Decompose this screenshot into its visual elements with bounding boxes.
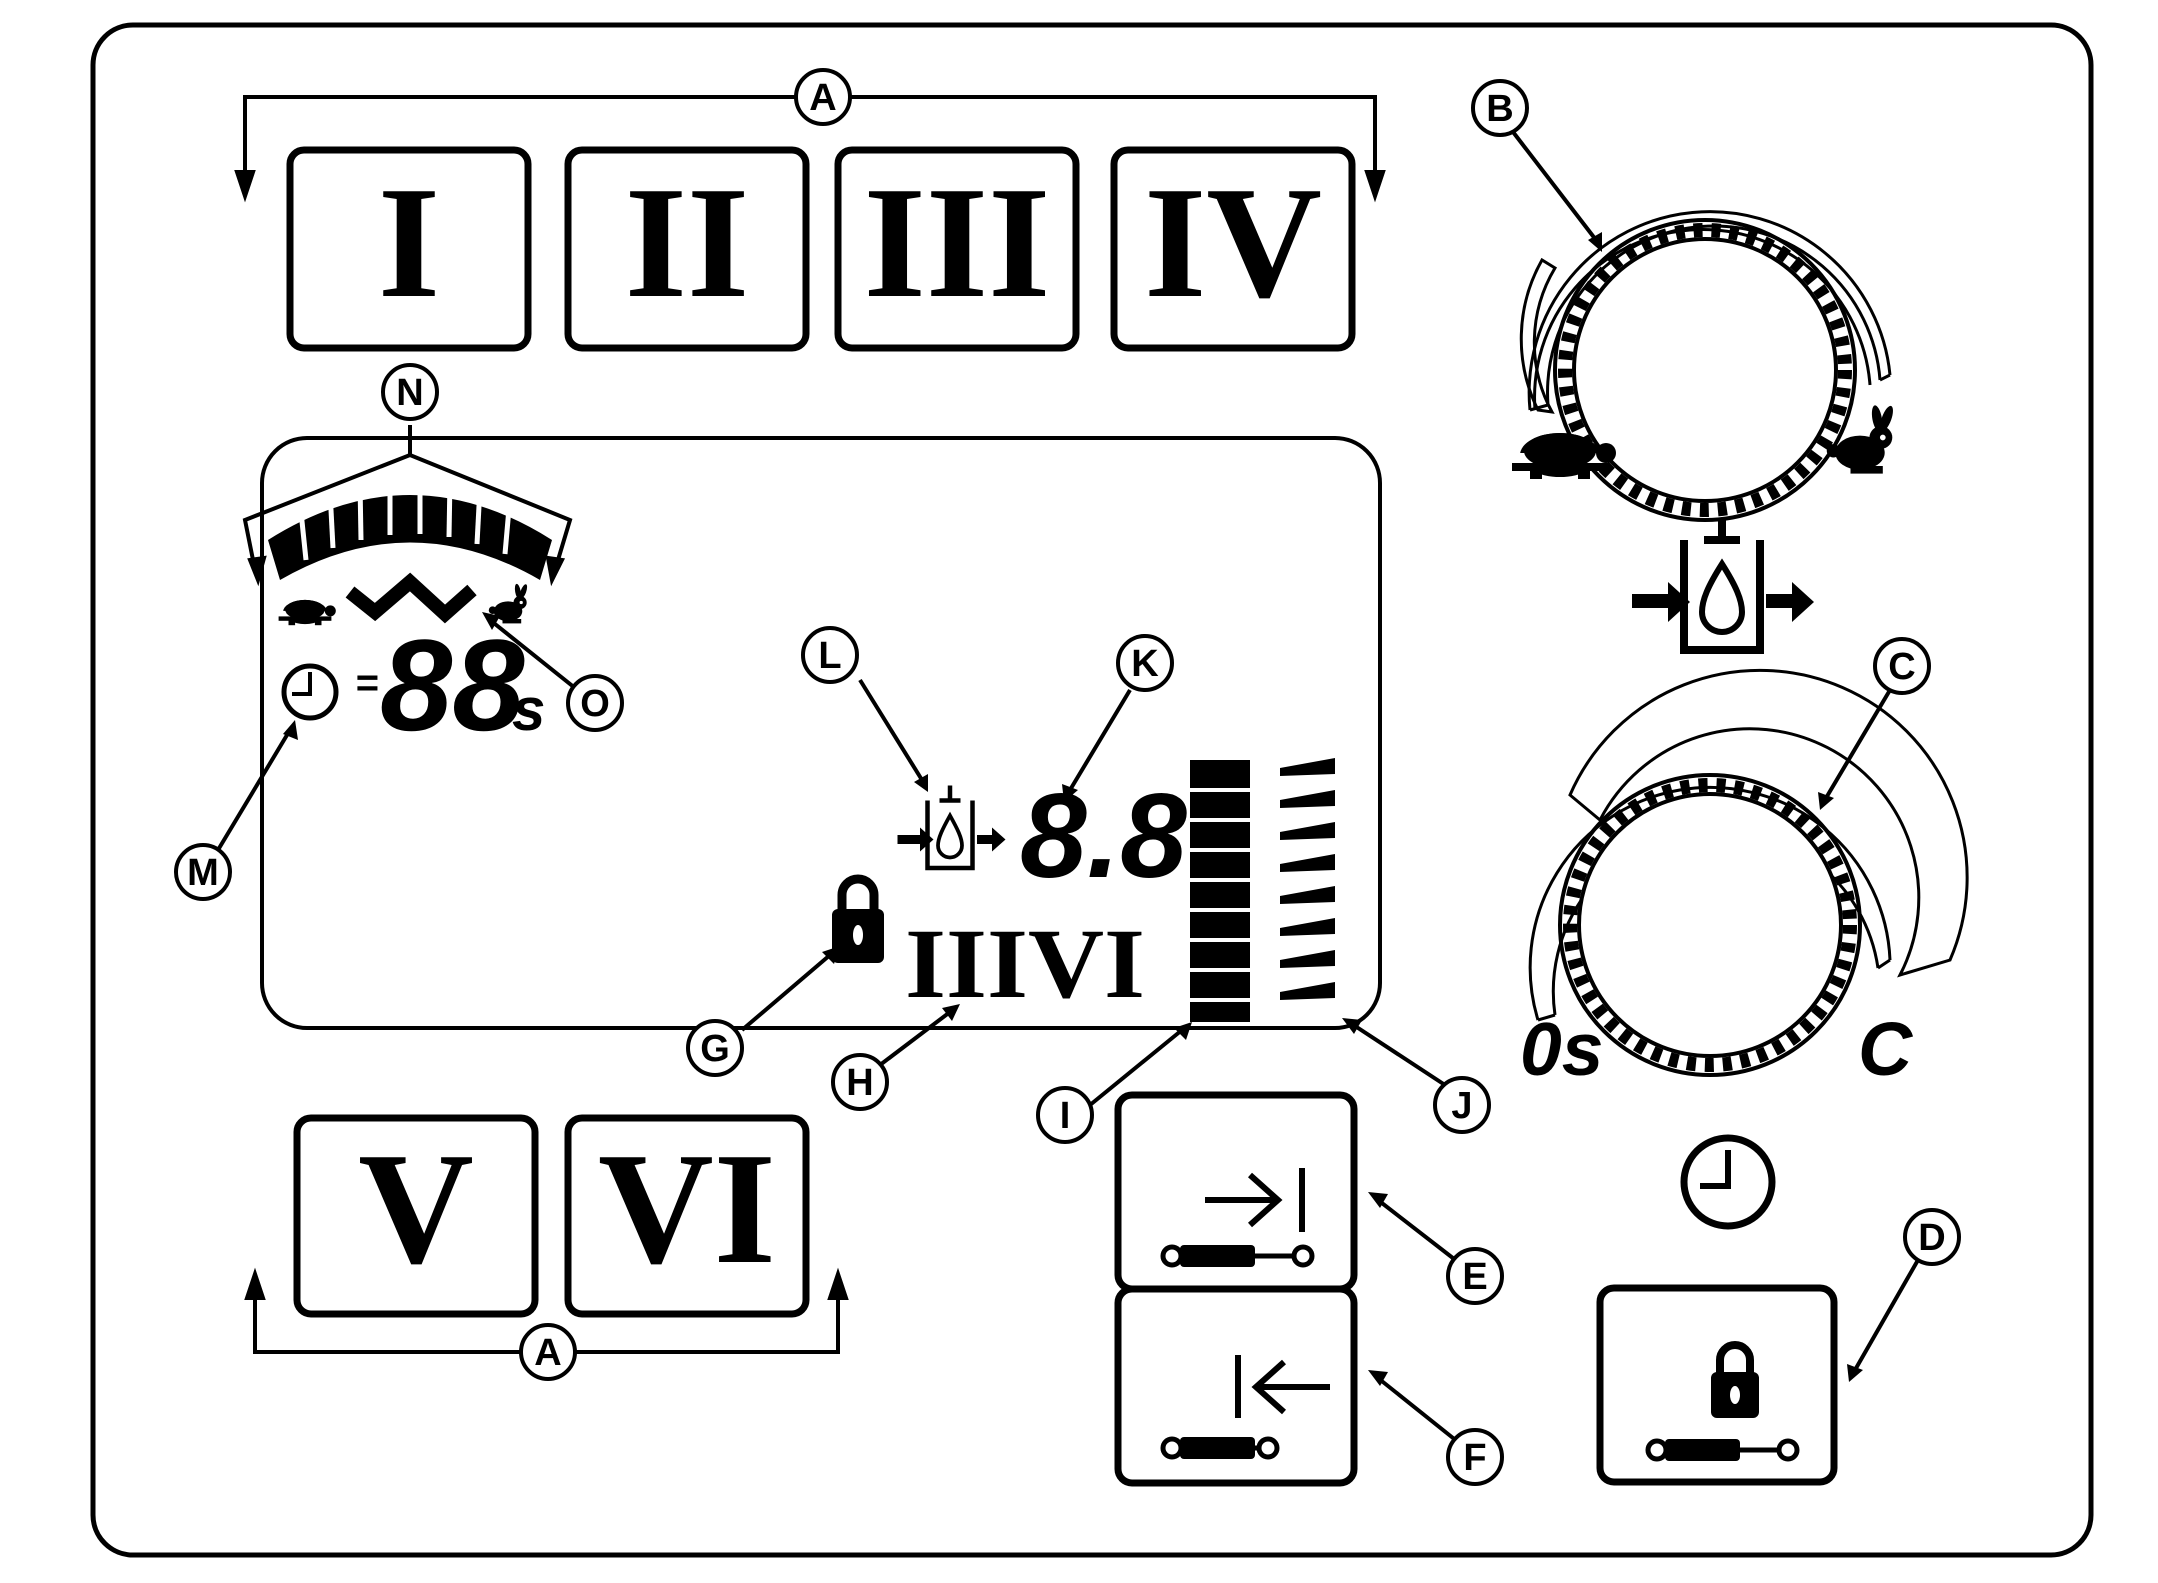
button-II[interactable]: II	[564, 146, 810, 352]
svg-text:G: G	[700, 1028, 730, 1070]
padlock-icon	[1711, 1341, 1759, 1418]
leader-C	[1824, 688, 1892, 800]
retract-arrow-icon	[1235, 1355, 1330, 1418]
callout-H: H	[831, 1053, 889, 1111]
callout-B: B	[1471, 79, 1529, 137]
callout-I: I	[1036, 1086, 1094, 1144]
svg-text:A: A	[534, 1332, 561, 1374]
timer-dial-max-label: C	[1858, 1007, 1914, 1091]
button-IV[interactable]: IV	[1110, 146, 1356, 352]
svg-text:B: B	[1486, 88, 1513, 130]
timer-clock-icon	[281, 663, 339, 721]
bracket-N	[242, 425, 573, 587]
svg-text:N: N	[396, 372, 423, 414]
leader-O-arrow	[482, 612, 500, 630]
cylinder-icon	[1160, 1436, 1280, 1460]
leader-K-arrow	[1062, 784, 1078, 802]
leader-D	[1853, 1259, 1920, 1371]
cylinder-icon	[1160, 1244, 1315, 1268]
svg-text:D: D	[1918, 1217, 1945, 1259]
svg-text:J: J	[1451, 1085, 1472, 1127]
timer-digits: 88	[380, 612, 525, 758]
button-VI-label: VI	[598, 1119, 776, 1297]
leader-L	[858, 678, 924, 782]
timer-dial-min-label: 0s	[1520, 1007, 1603, 1091]
callout-A-top: A	[794, 68, 852, 126]
timer-equals: =	[355, 661, 378, 705]
leader-B-arrow	[1588, 232, 1602, 252]
advance-arrow-icon	[1205, 1168, 1305, 1232]
advance-cylinder-button[interactable]	[1114, 1091, 1358, 1293]
button-III[interactable]: III	[834, 146, 1080, 352]
button-IV-label: IV	[1144, 153, 1322, 331]
leader-H-arrow	[942, 1004, 960, 1021]
cylinder-icon	[1645, 1438, 1800, 1462]
leader-G-arrow	[822, 946, 840, 964]
retract-cylinder-button[interactable]	[1114, 1285, 1358, 1487]
oil-injection-icon	[897, 785, 1006, 871]
callout-F: F	[1446, 1428, 1504, 1486]
button-III-label: III	[864, 153, 1051, 331]
button-V[interactable]: V	[293, 1114, 539, 1318]
speed-dial[interactable]	[1519, 210, 1892, 520]
lock-indicator-icon	[832, 874, 884, 963]
leader-I	[1088, 1028, 1184, 1107]
button-V-label: V	[358, 1119, 474, 1297]
leader-L-arrow	[914, 774, 928, 792]
lock-cylinder-button[interactable]	[1596, 1284, 1838, 1486]
callout-D: D	[1903, 1208, 1961, 1266]
svg-text:E: E	[1462, 1256, 1487, 1298]
leader-C-arrow	[1818, 792, 1834, 810]
timer-dial[interactable]	[1528, 668, 1969, 1075]
callout-L: L	[801, 626, 859, 684]
leader-J	[1350, 1022, 1447, 1087]
leader-E	[1376, 1198, 1460, 1264]
leader-K	[1068, 688, 1132, 792]
leader-J-arrow	[1342, 1018, 1362, 1034]
svg-text:L: L	[818, 635, 841, 677]
callout-N: N	[381, 363, 439, 421]
callout-G: G	[686, 1019, 744, 1077]
leader-G	[740, 953, 832, 1032]
svg-text:M: M	[187, 852, 219, 894]
leader-D-arrow	[1847, 1364, 1863, 1382]
pulse-wave-icon	[345, 572, 477, 624]
program-indicator: IIIVI	[905, 908, 1145, 1019]
timer-unit: s	[512, 676, 545, 743]
button-II-label: II	[625, 153, 750, 331]
speed-bar-graph	[268, 477, 552, 580]
callout-C: C	[1873, 637, 1931, 695]
button-VI[interactable]: VI	[564, 1114, 810, 1318]
svg-text:I: I	[1060, 1095, 1071, 1137]
leader-M-arrow	[283, 720, 298, 740]
callout-M: M	[174, 843, 232, 901]
callout-K: K	[1116, 634, 1174, 692]
clock-icon	[1680, 1134, 1776, 1230]
leader-M	[213, 728, 292, 857]
leader-H	[878, 1010, 952, 1067]
time-scale-graph	[1280, 758, 1335, 1000]
callout-J: J	[1433, 1076, 1491, 1134]
leader-B	[1508, 126, 1598, 242]
button-I[interactable]: I	[286, 146, 532, 352]
callout-O: O	[566, 674, 624, 732]
callout-E: E	[1446, 1247, 1504, 1305]
svg-text:O: O	[580, 683, 610, 725]
level-bar-graph	[1190, 760, 1250, 1022]
button-I-label: I	[378, 153, 440, 331]
lcd-display	[260, 436, 1382, 1030]
leader-F	[1376, 1376, 1460, 1444]
svg-text:K: K	[1131, 643, 1159, 685]
oil-value: 8.8	[1020, 769, 1187, 903]
svg-text:H: H	[846, 1062, 873, 1104]
svg-text:A: A	[809, 77, 836, 119]
leader-I-arrow	[1174, 1022, 1192, 1040]
callout-A-bottom: A	[519, 1323, 577, 1381]
svg-text:F: F	[1463, 1437, 1486, 1479]
svg-text:C: C	[1888, 646, 1915, 688]
oil-injection-large-icon	[1632, 518, 1814, 654]
leader-F-arrow	[1368, 1370, 1388, 1386]
leader-E-arrow	[1368, 1192, 1388, 1208]
